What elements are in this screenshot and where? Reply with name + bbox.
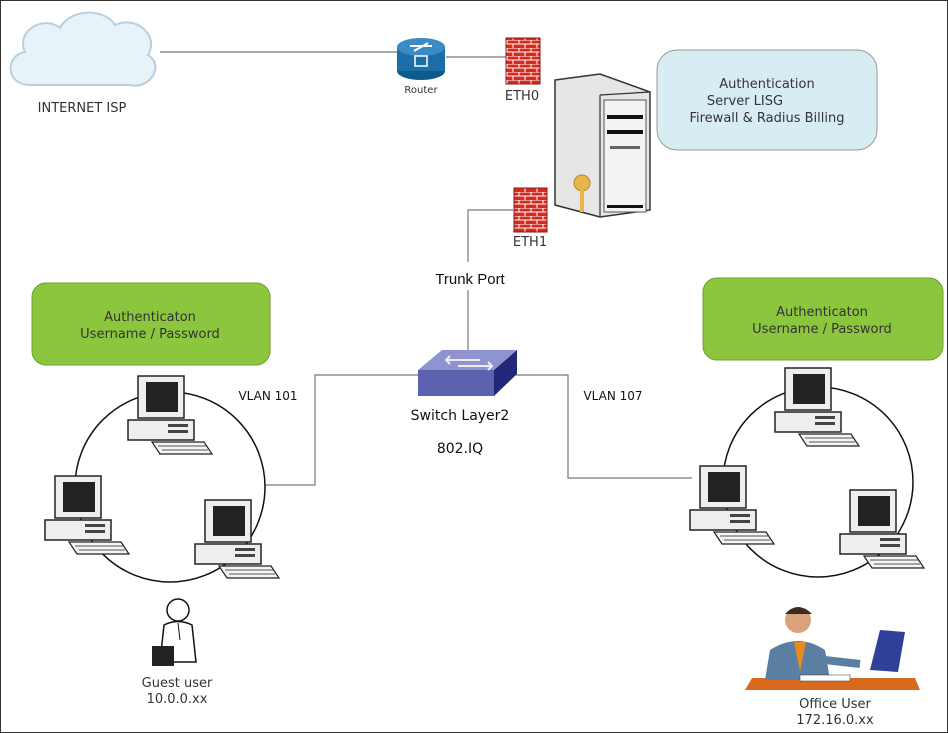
link-switch-vlan107 (516, 374, 692, 479)
vlan-101-label: VLAN 101 (238, 389, 297, 403)
computer-icon (194, 499, 280, 579)
firewall-eth0-icon (505, 37, 541, 85)
auth-right-line1: Authenticaton (776, 305, 868, 320)
trunk-port-label: Trunk Port (435, 271, 505, 288)
eth1-label: ETH1 (513, 235, 547, 250)
firewall-eth1-icon (513, 187, 548, 233)
switch-label: Switch Layer2 (411, 408, 510, 424)
internet-label: INTERNET ISP (38, 101, 127, 116)
auth-server-box (656, 49, 878, 151)
office-user-ip: 172.16.0.xx (796, 713, 874, 728)
auth-right-line2: Username / Password (752, 322, 892, 337)
computer-icon (44, 475, 130, 555)
cloud-icon (9, 11, 157, 87)
eth0-label: ETH0 (505, 89, 539, 104)
office-user-icon (745, 607, 920, 690)
switch-icon (418, 350, 517, 396)
switch-protocol-label: 802.IQ (437, 441, 483, 457)
guest-user-ip: 10.0.0.xx (147, 692, 208, 707)
guest-user-icon (152, 598, 197, 666)
router-icon (397, 38, 445, 80)
server-icon (554, 73, 651, 218)
computer-icon (774, 367, 860, 447)
router-label: Router (404, 85, 438, 96)
computer-icon (127, 375, 213, 455)
link-switch-vlan101 (265, 374, 420, 486)
auth-server-line1: Authentication (719, 77, 814, 92)
auth-left-line1: Authenticaton (104, 310, 196, 325)
auth-box-right (702, 277, 944, 361)
computer-icon (689, 465, 775, 545)
connection-lines (160, 51, 692, 486)
vlan-107-label: VLAN 107 (583, 389, 642, 403)
auth-server-line2: Server LISG (707, 94, 783, 109)
auth-box-left (31, 282, 271, 366)
office-user-name: Office User (799, 697, 871, 712)
guest-user-name: Guest user (142, 676, 213, 691)
auth-left-line2: Username / Password (80, 327, 220, 342)
auth-server-line3: Firewall & Radius Billing (689, 111, 844, 126)
link-eth1-trunk (467, 209, 513, 262)
